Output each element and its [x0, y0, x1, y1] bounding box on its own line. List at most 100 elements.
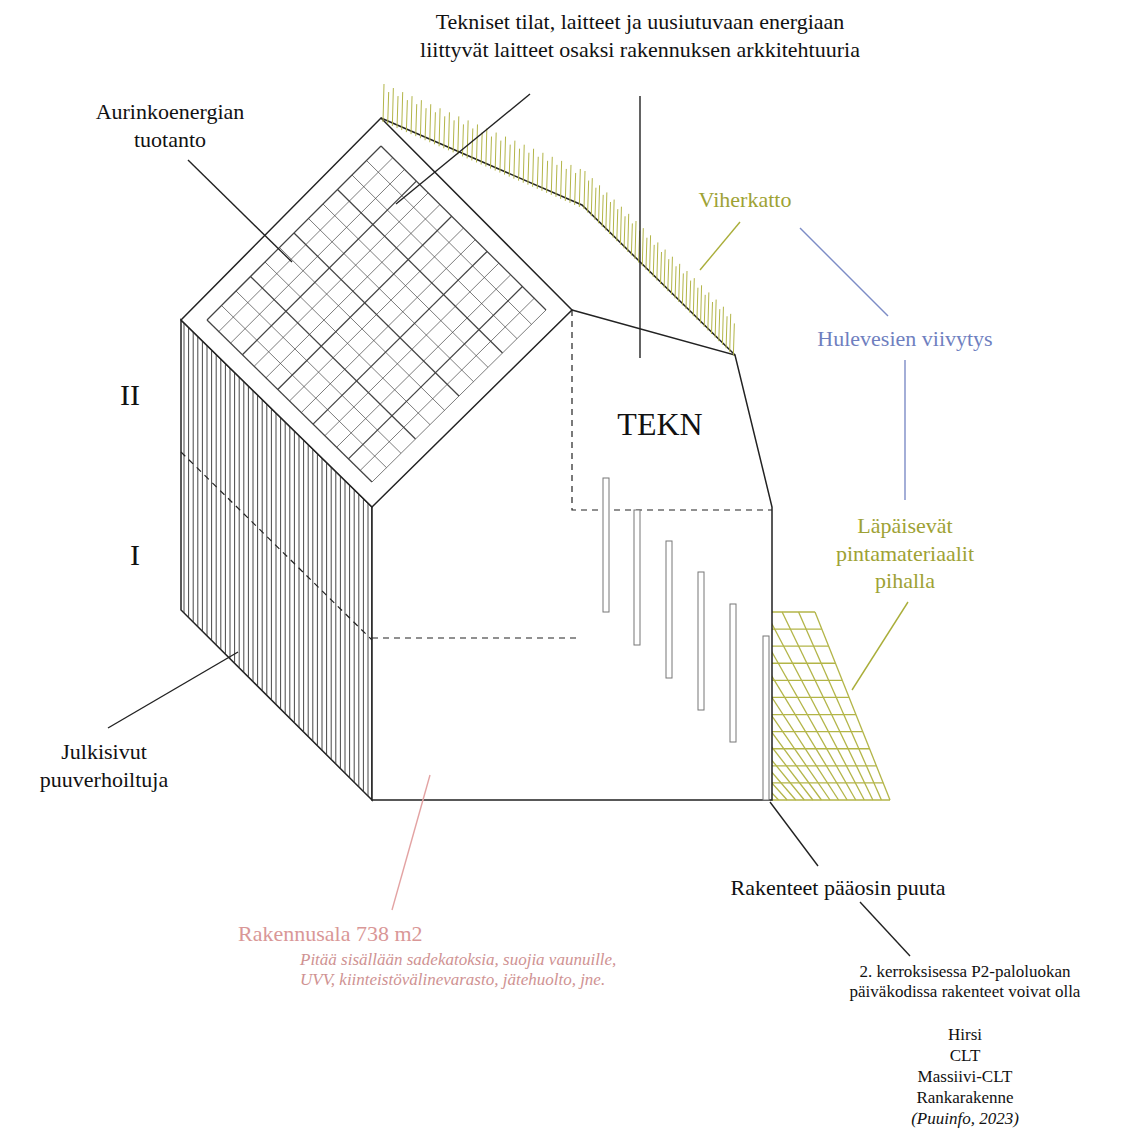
grass-tick: [444, 116, 445, 148]
grass-tick: [588, 181, 589, 213]
grass-tick: [551, 157, 552, 195]
source-note: (Puuinfo, 2023): [911, 1108, 1019, 1129]
grid-line: [301, 240, 475, 413]
board-line: [354, 490, 355, 783]
board-line: [188, 327, 189, 617]
grass-tick: [448, 112, 449, 150]
board-line: [202, 341, 203, 631]
grass-tick: [693, 278, 694, 316]
callout-label: Läpäisevät pintamateriaalit pihalla: [805, 512, 1005, 595]
grass-tick: [595, 188, 596, 220]
board-line: [363, 499, 364, 792]
grass-tick: [505, 137, 506, 175]
grass-tick: [556, 165, 557, 197]
board-line: [303, 440, 304, 732]
grass-tick: [675, 266, 676, 298]
grass-tick: [602, 195, 603, 227]
grass-tick: [708, 292, 709, 330]
grid-line: [770, 799, 890, 800]
list-item: CLT: [950, 1045, 981, 1066]
grass-tick: [472, 128, 473, 160]
grid-line: [231, 169, 405, 343]
board-line: [294, 431, 295, 723]
grass-tick: [537, 157, 538, 189]
grass-tick: [722, 307, 723, 345]
grass-tick: [406, 100, 407, 132]
grid-line: [337, 275, 511, 447]
grass-tick: [733, 323, 734, 355]
grass-tick: [476, 124, 477, 162]
list-item: Hirsi: [948, 1024, 982, 1045]
grass-tick: [704, 295, 705, 327]
grass-tick: [606, 192, 607, 230]
board-line: [211, 350, 212, 640]
grass-tick: [715, 300, 716, 338]
callout-label: Hulevesien viivytys: [817, 325, 992, 353]
grass-tick: [664, 250, 665, 288]
fence-post: [763, 636, 769, 800]
board-line: [331, 467, 332, 759]
grass-tick: [657, 242, 658, 280]
board-line: [257, 395, 258, 686]
grass-tick: [425, 108, 426, 140]
grid-line: [360, 298, 534, 470]
grid-line: [242, 181, 416, 355]
grass-tick: [650, 235, 651, 273]
grass-tick: [514, 141, 515, 179]
grass-tick: [679, 264, 680, 302]
grid-line: [325, 263, 499, 436]
grass-tick: [690, 281, 691, 313]
grid-line: [766, 612, 865, 800]
board-line: [345, 481, 346, 774]
board-line: [248, 386, 249, 677]
fence-post: [730, 604, 736, 742]
grass-tick: [726, 316, 727, 348]
grid-line: [266, 205, 440, 378]
fence-post: [698, 572, 704, 710]
note-text: Pitää sisällään sadekatoksia, suojia vau…: [300, 950, 630, 990]
grass-tick: [453, 120, 454, 152]
grass-tick: [430, 104, 431, 142]
board-line: [266, 404, 267, 695]
grass-tick: [635, 221, 636, 259]
grass-tick: [653, 245, 654, 277]
grass-tick: [730, 314, 731, 352]
board-line: [285, 422, 286, 714]
grid-line: [799, 612, 882, 800]
board-line: [262, 399, 263, 690]
grid-line: [815, 612, 890, 800]
room-label: TEKN: [617, 404, 702, 444]
list-item: Massiivi-CLT: [918, 1066, 1013, 1087]
grass-tick: [642, 228, 643, 266]
grass-tick: [392, 88, 393, 126]
grass-tick: [434, 112, 435, 144]
grass-tick: [500, 141, 501, 173]
grid-line: [372, 310, 546, 482]
grass-tick: [682, 273, 683, 305]
board-line: [317, 454, 318, 746]
list-item: Rankarakenne: [916, 1087, 1013, 1108]
board-line: [271, 409, 272, 700]
grass-tick: [523, 145, 524, 183]
grid-line: [348, 287, 522, 459]
grass-tick: [591, 178, 592, 216]
grass-tick: [613, 200, 614, 238]
board-line: [289, 427, 290, 719]
grass-tick: [584, 171, 585, 209]
grass-tick: [668, 259, 669, 291]
grass-tick: [661, 252, 662, 284]
grass-tick: [402, 92, 403, 130]
board-line: [349, 485, 350, 778]
grid-line: [207, 146, 381, 320]
board-line: [193, 332, 194, 622]
board-line: [340, 476, 341, 769]
grass-tick: [416, 104, 417, 136]
roof-ridge: [381, 118, 735, 355]
board-line: [234, 372, 235, 663]
floor-number: II: [120, 376, 140, 414]
grass-tick: [570, 165, 571, 203]
fence-post: [634, 510, 640, 645]
grass-tick: [462, 124, 463, 156]
grass-tick: [624, 216, 625, 248]
grass-tick: [519, 149, 520, 181]
